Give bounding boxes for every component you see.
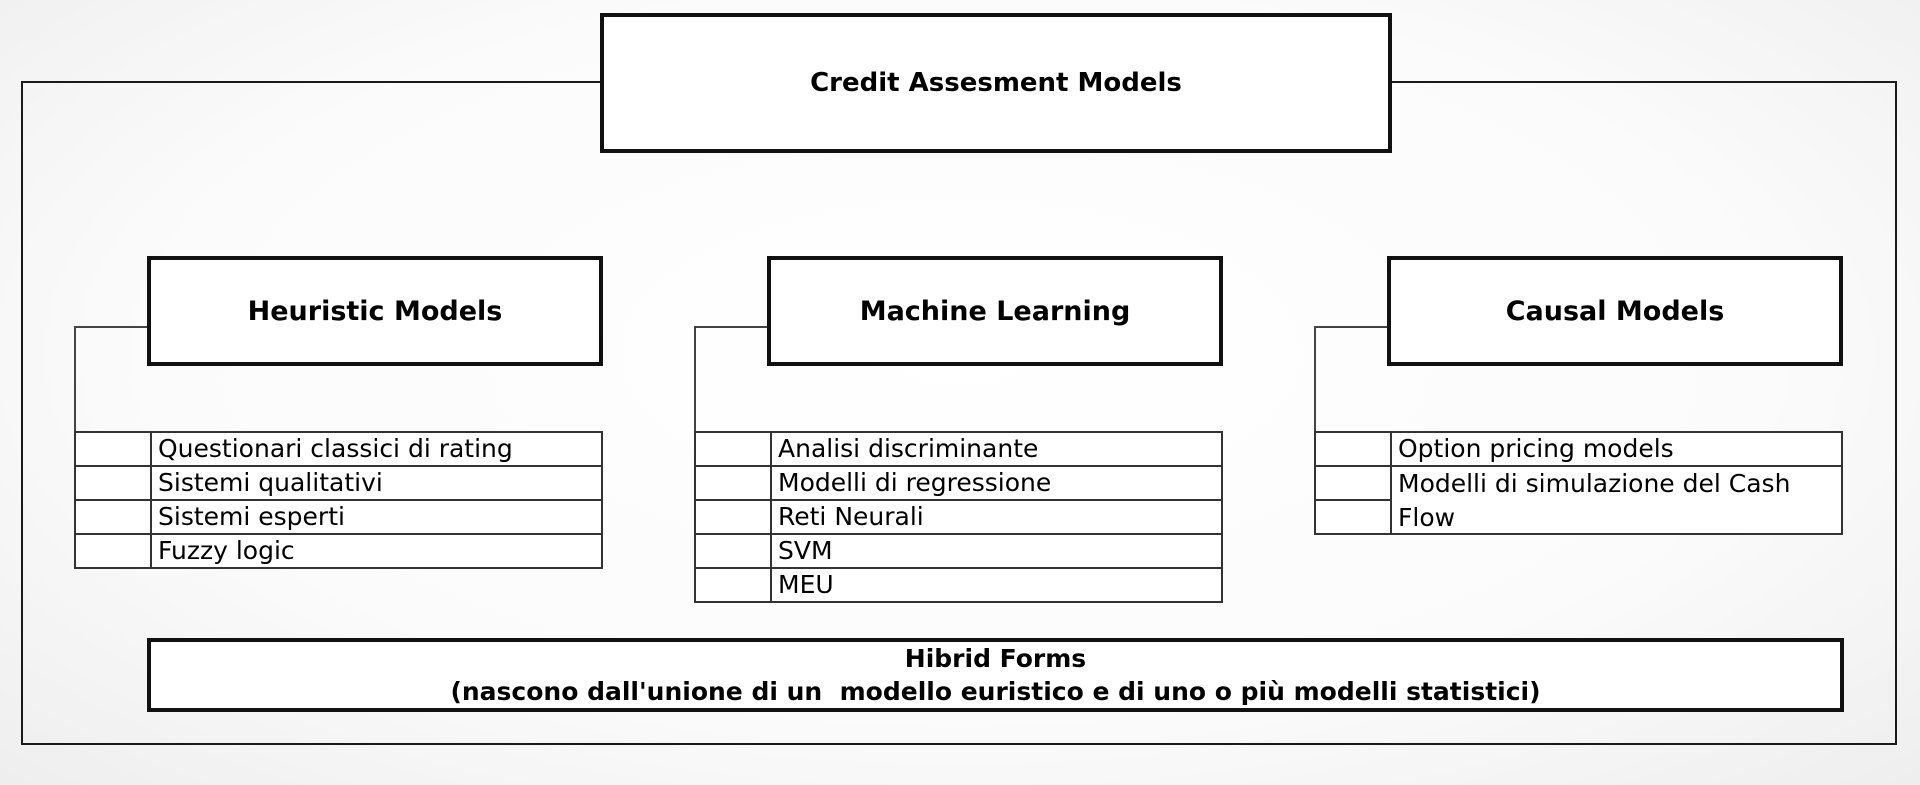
machine-learning-box: Machine Learning [767,256,1223,366]
list-row-marker [694,533,772,569]
list-item: Reti Neurali [770,499,1223,535]
list-item: Sistemi qualitativi [150,465,603,501]
hybrid-forms-subtitle: (nascono dall'unione di un modello euris… [450,677,1541,706]
causal-models-box: Causal Models [1387,256,1843,366]
list-row-marker [74,431,152,467]
list-item: Modelli di regressione [770,465,1223,501]
list-item-text: Option pricing models [1398,434,1674,463]
ml-connector-horizontal [694,326,770,328]
list-item-text: Sistemi qualitativi [158,468,383,497]
list-row-marker [694,431,772,467]
list-row-marker [74,533,152,569]
list-item: Analisi discriminante [770,431,1223,467]
list-item-text: Fuzzy logic [158,536,295,565]
diagram-title: Credit Assesment Models [600,13,1392,153]
list-row-marker [694,567,772,603]
hybrid-forms-box: Hibrid Forms (nascono dall'unione di un … [147,638,1844,712]
list-row-marker [74,465,152,501]
list-item: Sistemi esperti [150,499,603,535]
list-item-text: Modelli di simulazione del Cash Flow [1398,469,1791,532]
heuristic-models-box: Heuristic Models [147,256,603,366]
list-row-marker [1314,499,1392,535]
list-row-marker [1314,465,1392,501]
causal-models-heading: Causal Models [1505,295,1725,327]
list-item: Modelli di simulazione del Cash Flow [1390,465,1843,535]
list-item-text: MEU [778,570,834,599]
list-item-text: Analisi discriminante [778,434,1039,463]
list-row-marker [1314,431,1392,467]
heuristic-connector-horizontal [74,326,150,328]
machine-learning-heading: Machine Learning [859,295,1131,327]
hybrid-forms-title: Hibrid Forms [904,644,1087,673]
list-item: SVM [770,533,1223,569]
causal-connector-horizontal [1314,326,1390,328]
list-item: MEU [770,567,1223,603]
list-item-text: Modelli di regressione [778,468,1052,497]
list-item-text: Reti Neurali [778,502,924,531]
list-row-marker [74,499,152,535]
list-item-text: SVM [778,536,833,565]
heuristic-models-heading: Heuristic Models [247,295,503,327]
list-row-marker [694,499,772,535]
list-item: Option pricing models [1390,431,1843,467]
causal-connector-vertical [1314,326,1316,534]
list-item-text: Questionari classici di rating [158,434,513,463]
diagram-title-text: Credit Assesment Models [810,68,1182,98]
list-row-marker [694,465,772,501]
list-item: Questionari classici di rating [150,431,603,467]
list-item: Fuzzy logic [150,533,603,569]
list-item-text: Sistemi esperti [158,502,345,531]
